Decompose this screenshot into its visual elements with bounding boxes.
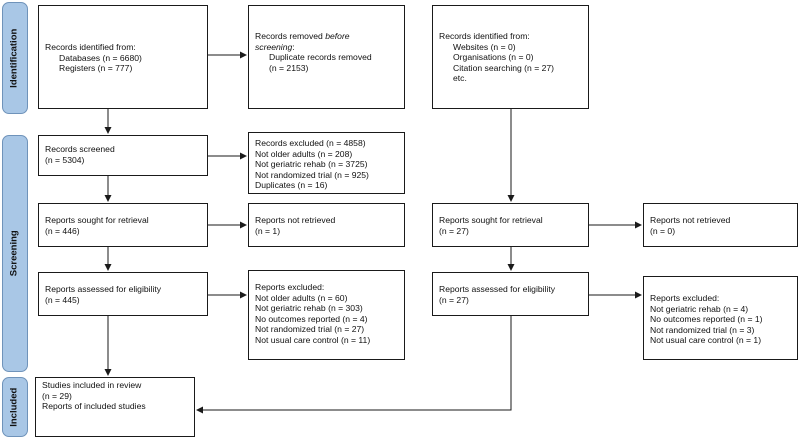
websites-count: Websites (n = 0) — [453, 41, 516, 52]
reports-excluded-other-reason: Not usual care control (n = 1) — [650, 335, 762, 345]
records-removed-text: Records removed — [255, 31, 326, 41]
duplicate-records-label: Duplicate records removed — [269, 52, 372, 62]
reports-excluded-reason: Not usual care control (n = 11) — [255, 334, 371, 345]
records-excluded-box: Records excluded (n = 4858) Not older ad… — [248, 132, 405, 194]
reports-sought-other-label: Reports sought for retrieval — [439, 215, 543, 225]
reports-assessed-other-count: (n = 27) — [439, 294, 469, 305]
reports-assessed-label: Reports assessed for eligibility — [45, 284, 162, 294]
studies-included-count: (n = 29) — [42, 390, 72, 401]
records-removed-line2: screening: — [255, 42, 398, 53]
reports-excluded-other-title: Reports excluded: — [650, 293, 720, 303]
reports-excluded-other-box: Reports excluded: Not geriatric rehab (n… — [643, 276, 798, 360]
reports-excluded-other-reason: No outcomes reported (n = 1) — [650, 314, 763, 324]
studies-included-label: Studies included in review — [42, 380, 142, 390]
reports-excluded-other-reason: Not geriatric rehab (n = 4) — [650, 303, 749, 314]
reports-excluded-other-reason: Not randomized trial (n = 3) — [650, 324, 755, 335]
reports-assessed-other-label: Reports assessed for eligibility — [439, 284, 556, 294]
reports-excluded-reason: Not randomized trial (n = 27) — [255, 324, 365, 334]
reports-assessed-other-box: Reports assessed for eligibility (n = 27… — [432, 272, 589, 316]
flow-arrows — [104, 51, 642, 414]
databases-count: Databases (n = 6680) — [59, 52, 142, 63]
records-removed-box: Records removed before screening: Duplic… — [248, 5, 405, 109]
reports-sought-other-box: Reports sought for retrieval (n = 27) — [432, 203, 589, 247]
registers-count: Registers (n = 777) — [59, 63, 133, 73]
reports-not-retrieved-label: Reports not retrieved — [255, 215, 336, 225]
records-excluded-reason: Not older adults (n = 208) — [255, 148, 353, 159]
records-removed-line1: Records removed before — [255, 31, 398, 42]
etc-label: etc. — [453, 73, 467, 83]
records-excluded-title: Records excluded (n = 4858) — [255, 138, 366, 148]
phase-screening: Screening — [2, 135, 28, 372]
records-identified-other-box: Records identified from: Websites (n = 0… — [432, 5, 589, 109]
records-excluded-reason: Not geriatric rehab (n = 3725) — [255, 159, 368, 169]
records-removed-italic: before — [325, 31, 350, 41]
citation-searching-count: Citation searching (n = 27) — [453, 62, 555, 73]
reports-not-retrieved-other-count: (n = 0) — [650, 225, 676, 236]
other-identified-title: Records identified from: — [439, 31, 530, 41]
organisations-count: Organisations (n = 0) — [453, 52, 534, 62]
screening-italic: screening — [255, 41, 293, 52]
records-identified-databases-box: Records identified from: Databases (n = … — [38, 5, 208, 109]
reports-excluded-reason: No outcomes reported (n = 4) — [255, 313, 368, 324]
screening-colon: : — [292, 41, 295, 52]
records-excluded-reason: Duplicates (n = 16) — [255, 180, 328, 190]
reports-assessed-count: (n = 445) — [45, 294, 80, 305]
records-screened-label: Records screened — [45, 144, 115, 154]
reports-sought-databases-box: Reports sought for retrieval (n = 446) — [38, 203, 208, 247]
reports-sought-other-count: (n = 27) — [439, 225, 469, 236]
reports-not-retrieved-other-label: Reports not retrieved — [650, 215, 731, 225]
records-screened-box: Records screened (n = 5304) — [38, 135, 208, 176]
duplicate-records-count: (n = 2153) — [269, 62, 309, 73]
reports-not-retrieved-databases-box: Reports not retrieved (n = 1) — [248, 203, 405, 247]
reports-not-retrieved-other-box: Reports not retrieved (n = 0) — [643, 203, 798, 247]
phase-identification: Identification — [2, 2, 28, 114]
reports-excluded-databases-box: Reports excluded: Not older adults (n = … — [248, 270, 405, 360]
arrow-other-assessed-to-included — [196, 316, 512, 414]
reports-sought-count: (n = 446) — [45, 225, 80, 236]
reports-excluded-title: Reports excluded: — [255, 282, 325, 292]
reports-sought-label: Reports sought for retrieval — [45, 215, 149, 225]
records-excluded-reason: Not randomized trial (n = 925) — [255, 169, 369, 180]
reports-of-included-label: Reports of included studies — [42, 401, 146, 411]
records-identified-title: Records identified from: — [45, 42, 136, 52]
reports-not-retrieved-count: (n = 1) — [255, 225, 281, 236]
reports-excluded-reason: Not older adults (n = 60) — [255, 292, 348, 303]
reports-excluded-reason: Not geriatric rehab (n = 303) — [255, 303, 363, 313]
records-screened-count: (n = 5304) — [45, 154, 85, 165]
reports-assessed-databases-box: Reports assessed for eligibility (n = 44… — [38, 272, 208, 316]
